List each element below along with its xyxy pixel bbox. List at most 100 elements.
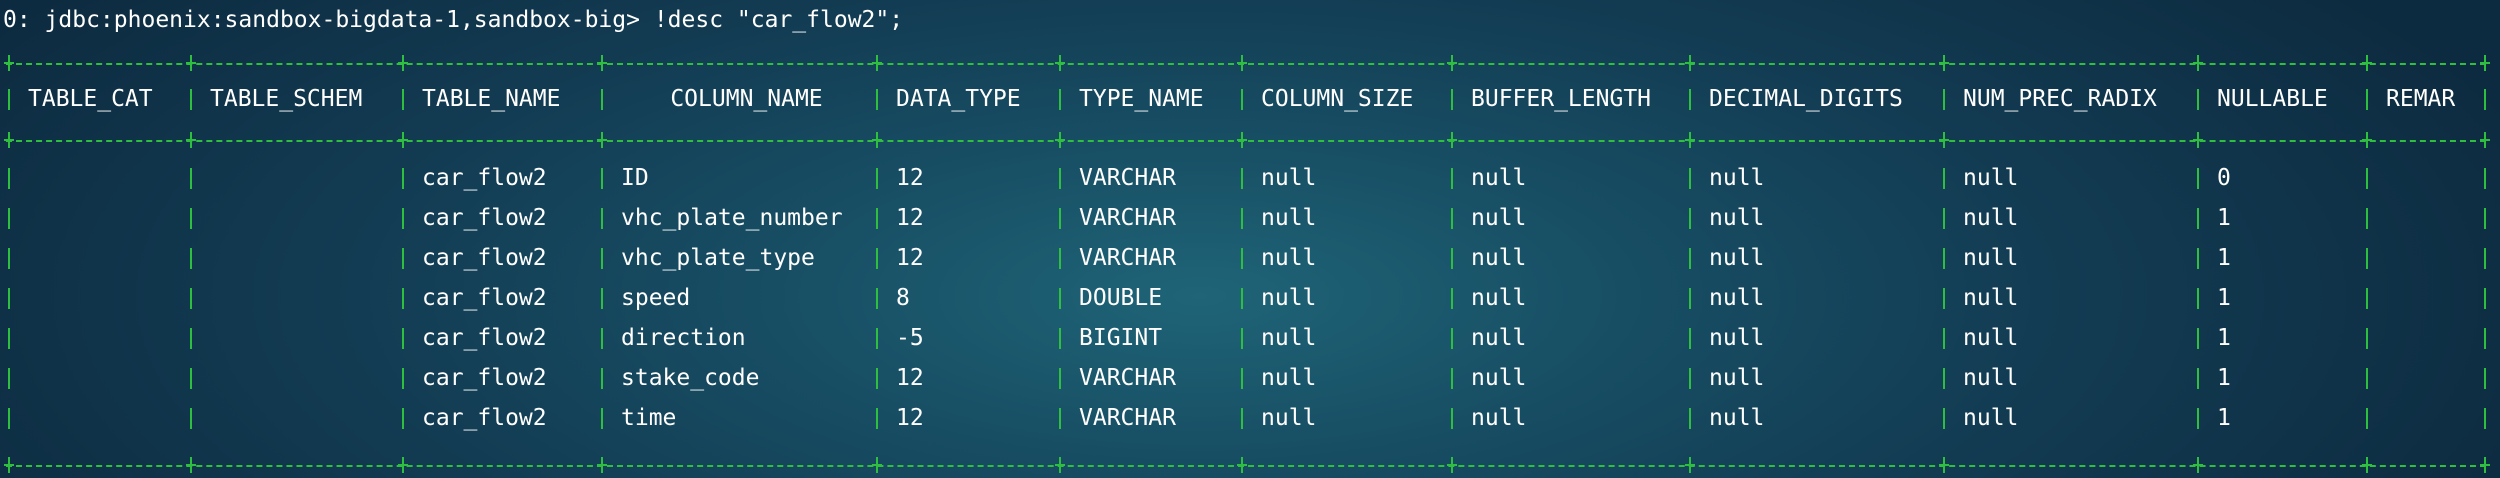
border-junction	[1055, 457, 1065, 473]
column-separator	[1241, 288, 1243, 309]
column-separator	[1451, 368, 1453, 389]
column-header: TABLE_NAME	[422, 86, 561, 112]
column-separator	[876, 408, 878, 429]
table-cell: 0	[2217, 165, 2231, 191]
column-separator	[190, 288, 192, 309]
table-cell: VARCHAR	[1079, 245, 1176, 271]
column-separator	[1059, 89, 1061, 110]
table-cell: null	[1709, 325, 1765, 351]
column-separator	[2484, 208, 2486, 229]
table-cell: null	[1261, 205, 1317, 231]
column-separator	[1689, 368, 1691, 389]
table-cell: 1	[2217, 405, 2231, 431]
column-separator	[601, 328, 603, 349]
column-separator	[2366, 168, 2368, 189]
column-separator	[190, 408, 192, 429]
table-cell: vhc_plate_number	[621, 205, 843, 231]
border-junction	[2362, 457, 2372, 473]
column-separator	[402, 168, 404, 189]
table-cell: null	[1261, 325, 1317, 351]
table-cell	[2386, 318, 2480, 358]
column-separator	[1943, 328, 1945, 349]
column-header: TABLE_SCHEM	[210, 86, 363, 112]
table-cell: 8	[896, 285, 910, 311]
border-junction	[872, 457, 882, 473]
column-separator	[1451, 248, 1453, 269]
table-cell: car_flow2	[422, 205, 547, 231]
border-junction	[597, 132, 607, 148]
table-cell	[210, 318, 398, 358]
column-separator	[8, 288, 10, 309]
column-separator	[601, 168, 603, 189]
column-separator	[1241, 208, 1243, 229]
column-separator	[2484, 408, 2486, 429]
table-cell: -5	[896, 325, 924, 351]
table-cell: null	[1471, 325, 1527, 351]
column-separator	[2366, 328, 2368, 349]
column-separator	[2366, 248, 2368, 269]
column-separator	[8, 328, 10, 349]
column-separator	[1059, 208, 1061, 229]
column-separator	[2197, 168, 2199, 189]
table-cell: null	[1963, 405, 2019, 431]
table-cell: VARCHAR	[1079, 165, 1176, 191]
table-cell: null	[1963, 365, 2019, 391]
column-separator	[601, 288, 603, 309]
column-separator	[876, 368, 878, 389]
column-separator	[190, 368, 192, 389]
column-separator	[402, 288, 404, 309]
column-separator	[190, 328, 192, 349]
border-junction	[398, 55, 408, 71]
table-cell	[28, 398, 186, 438]
border-junction	[1237, 55, 1247, 71]
border-junction	[1939, 132, 1949, 148]
column-separator	[1241, 248, 1243, 269]
column-header: COLUMN_SIZE	[1261, 86, 1414, 112]
table-cell: car_flow2	[422, 325, 547, 351]
table-cell	[2386, 158, 2480, 198]
column-separator	[2366, 208, 2368, 229]
table-cell	[210, 198, 398, 238]
column-separator	[1689, 288, 1691, 309]
column-separator	[1451, 328, 1453, 349]
column-separator	[1689, 408, 1691, 429]
column-separator	[876, 248, 878, 269]
table-cell: null	[1709, 245, 1765, 271]
border-junction	[1685, 457, 1695, 473]
column-separator	[2197, 248, 2199, 269]
column-separator	[1943, 288, 1945, 309]
table-cell: DOUBLE	[1079, 285, 1163, 311]
column-separator	[601, 248, 603, 269]
column-separator	[402, 368, 404, 389]
column-separator	[1943, 248, 1945, 269]
command-text: !desc "car_flow2";	[653, 7, 904, 33]
column-header: COLUMN_NAME	[670, 86, 823, 112]
column-header: DATA_TYPE	[896, 86, 1021, 112]
column-header: DECIMAL_DIGITS	[1709, 86, 1903, 112]
table-cell: car_flow2	[422, 405, 547, 431]
table-cell: null	[1709, 165, 1765, 191]
table-cell: 12	[896, 205, 924, 231]
border-junction	[1237, 457, 1247, 473]
border-junction	[4, 457, 14, 473]
table-cell: 12	[896, 165, 924, 191]
table-cell: null	[1963, 325, 2019, 351]
column-separator	[1689, 248, 1691, 269]
table-cell: null	[1261, 285, 1317, 311]
table-cell: null	[1709, 205, 1765, 231]
table-cell: null	[1261, 245, 1317, 271]
column-separator	[2484, 288, 2486, 309]
border-junction	[2193, 55, 2203, 71]
table-cell: 1	[2217, 325, 2231, 351]
column-separator	[8, 248, 10, 269]
table-cell: car_flow2	[422, 285, 547, 311]
column-separator	[2366, 288, 2368, 309]
column-header: REMAR	[2386, 86, 2456, 112]
column-separator	[601, 408, 603, 429]
table-cell: 1	[2217, 245, 2231, 271]
